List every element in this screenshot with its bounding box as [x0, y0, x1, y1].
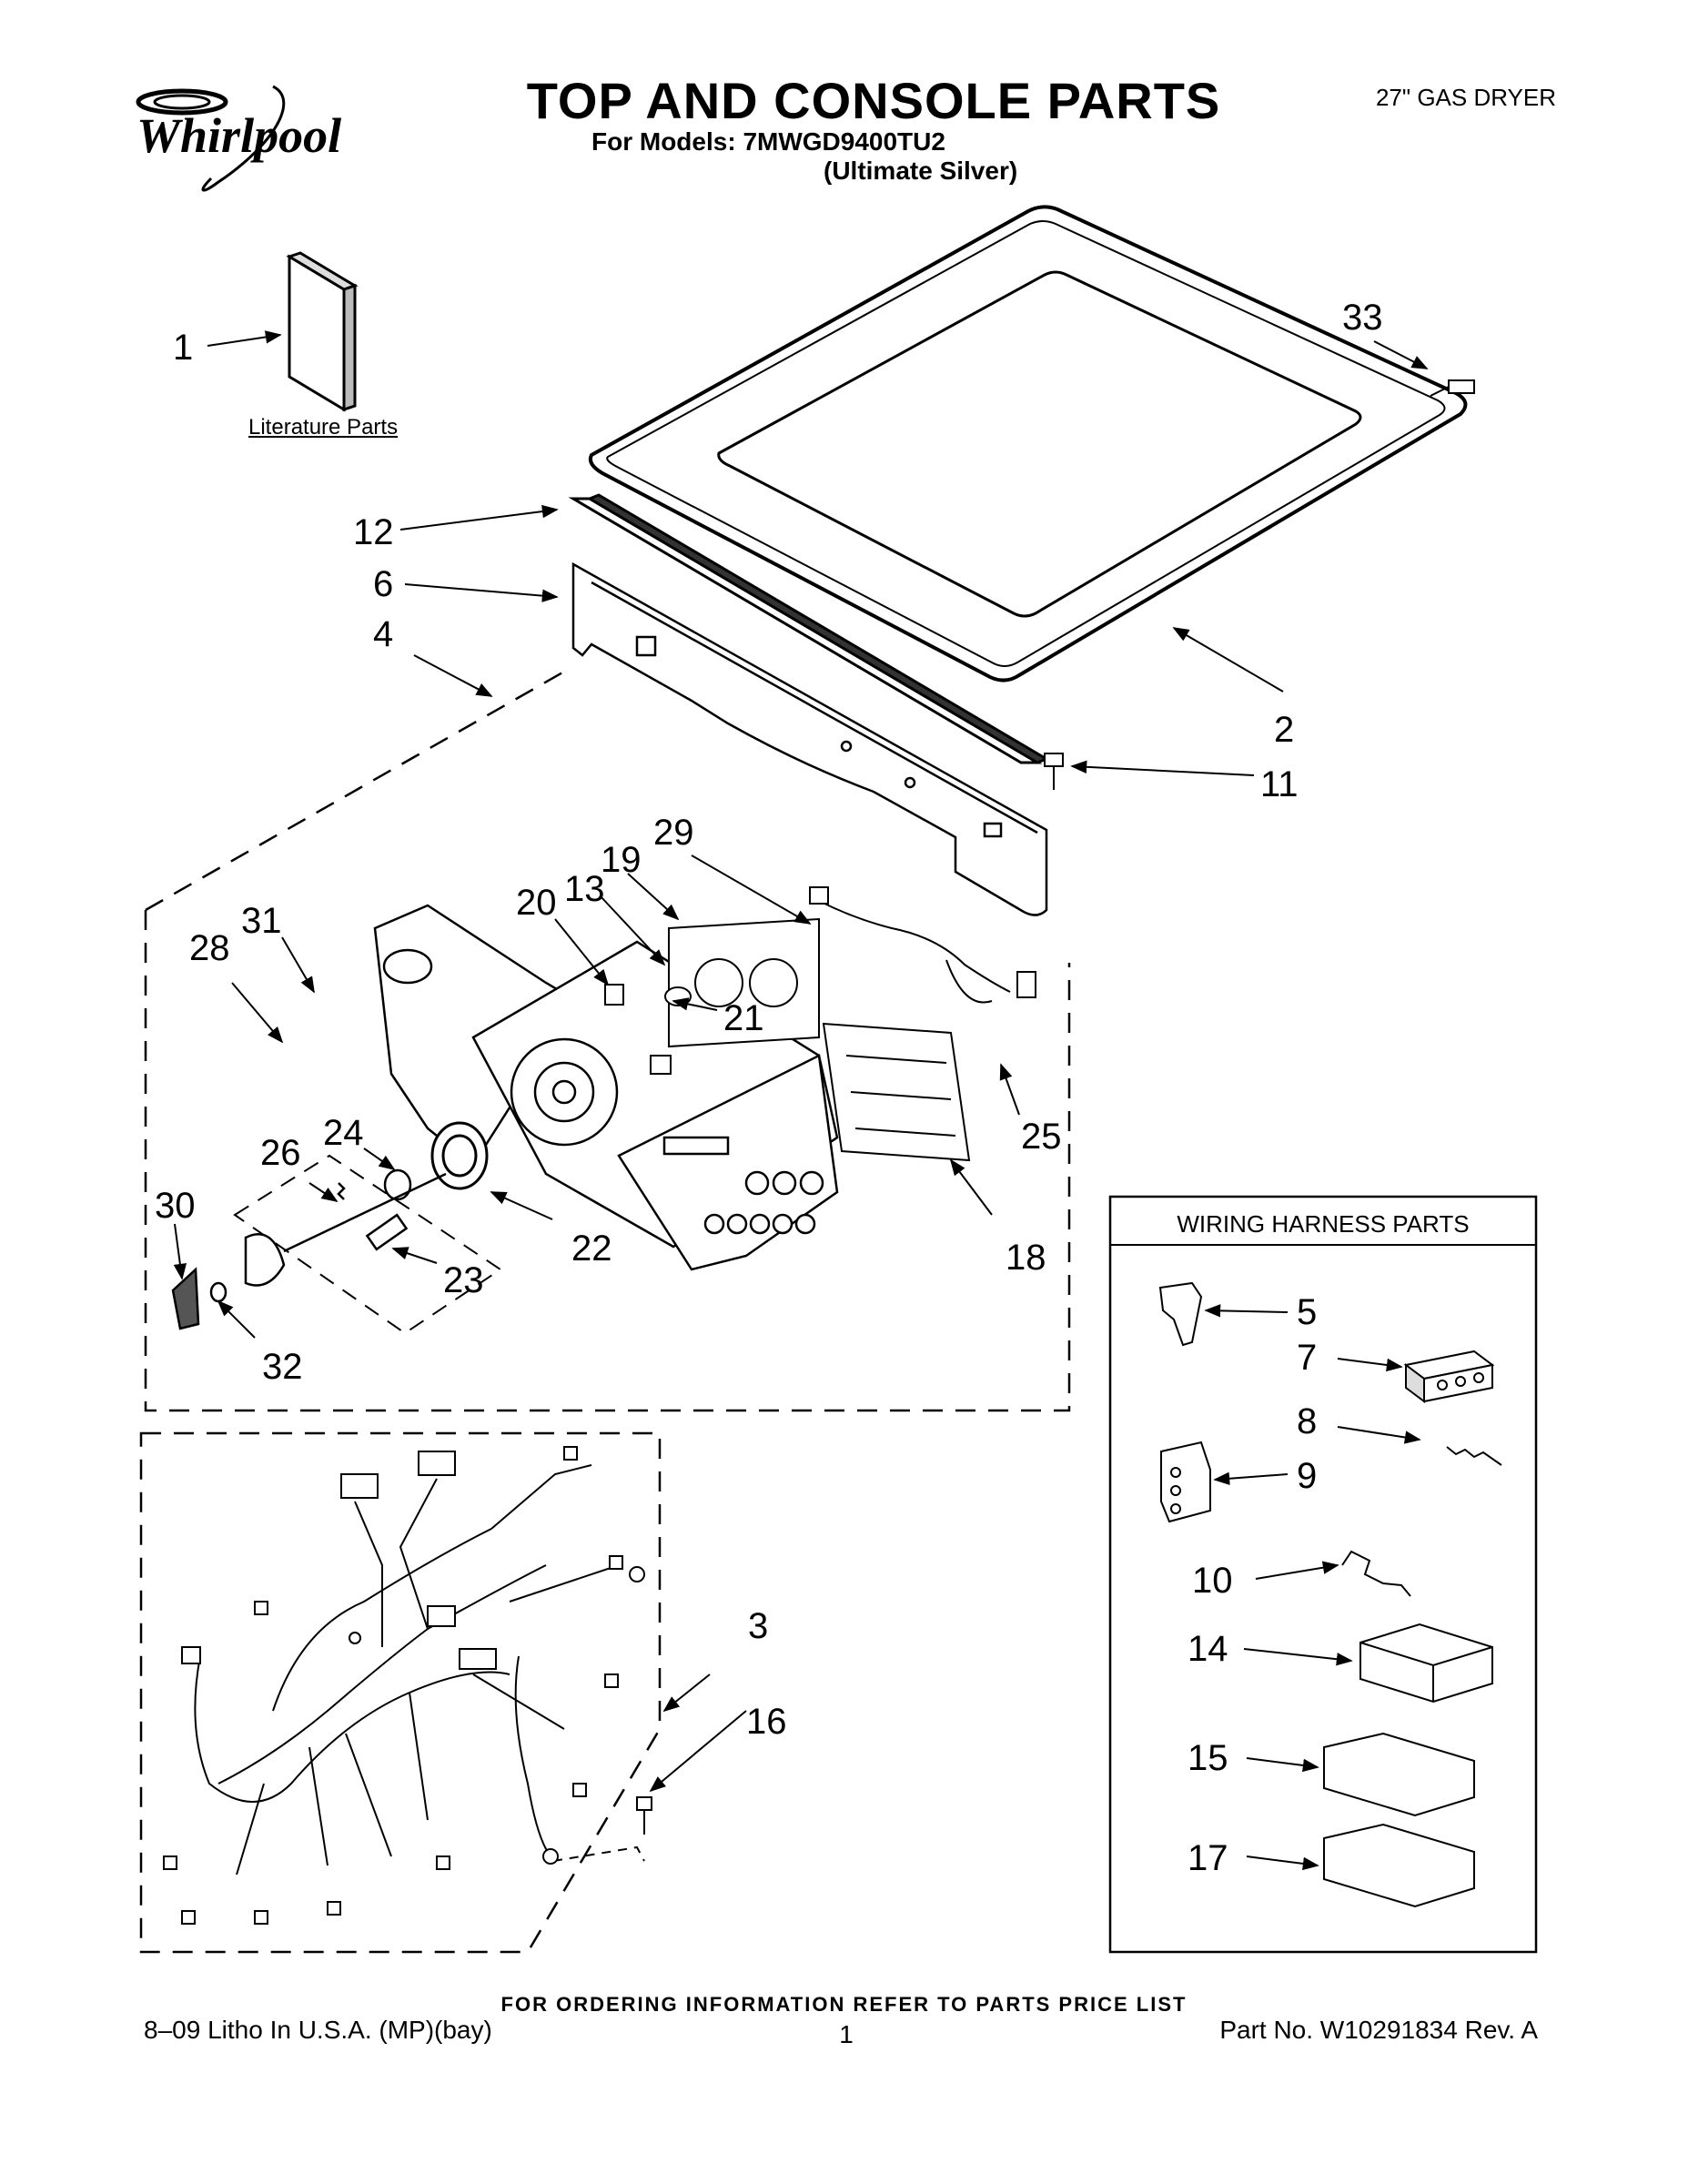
callout-30: 30 — [155, 1186, 196, 1226]
encoder-ring-part — [430, 1121, 489, 1190]
wiring-harness-title: WIRING HARNESS PARTS — [1177, 1210, 1470, 1238]
callout-32: 32 — [262, 1347, 303, 1387]
callout-25: 25 — [1021, 1117, 1062, 1157]
callout-1: 1 — [173, 328, 193, 368]
callout-leaders — [173, 330, 1429, 1871]
callout-13: 13 — [564, 869, 605, 909]
model-variant: (Ultimate Silver) — [824, 157, 1018, 185]
whirlpool-logo: Whirlpool — [136, 108, 342, 163]
callout-21: 21 — [723, 998, 764, 1038]
console-dashed-outline — [144, 670, 1071, 1412]
knob-parts — [171, 1168, 447, 1330]
callout-31: 31 — [241, 901, 282, 941]
callout-16: 16 — [746, 1702, 787, 1742]
callout-26: 26 — [260, 1133, 301, 1173]
whirlpool-swoosh-icon — [136, 85, 286, 192]
ground-dashed-line — [552, 1845, 645, 1862]
callout-23: 23 — [443, 1260, 484, 1300]
control-board-part — [668, 917, 820, 1048]
page-title: TOP AND CONSOLE PARTS — [526, 72, 1221, 129]
litho-line: 8–09 Litho In U.S.A. (MP)(bay) — [144, 2016, 492, 2044]
callout-10: 10 — [1192, 1561, 1233, 1601]
display-board-part — [822, 1022, 971, 1162]
callout-6: 6 — [373, 564, 393, 604]
knob-dashed-outline — [233, 1154, 502, 1335]
harness-box-parts — [1158, 1281, 1502, 1908]
callout-12: 12 — [353, 512, 394, 552]
product-type: 27" GAS DRYER — [1375, 84, 1556, 111]
page-number: 1 — [839, 2020, 854, 2048]
ordering-note: FOR ORDERING INFORMATION REFER TO PARTS … — [500, 1993, 1188, 2016]
literature-manual-part — [286, 251, 359, 412]
console-harness-part — [809, 886, 1036, 1004]
callout-17: 17 — [1188, 1838, 1228, 1878]
callout-7: 7 — [1297, 1338, 1317, 1378]
callout-19: 19 — [601, 840, 642, 880]
callout-3: 3 — [748, 1606, 768, 1646]
harness-dashed-outline — [139, 1431, 662, 1954]
callout-18: 18 — [1006, 1238, 1046, 1278]
callout-33: 33 — [1342, 298, 1383, 338]
literature-parts-label: Literature Parts — [248, 415, 399, 440]
callout-11: 11 — [1260, 764, 1299, 804]
callout-20: 20 — [516, 883, 557, 923]
callout-22: 22 — [571, 1228, 612, 1269]
callout-15: 15 — [1188, 1738, 1228, 1778]
wiring-harness-box — [1108, 1195, 1538, 1954]
console-panel-part — [373, 904, 839, 1271]
callout-5: 5 — [1297, 1292, 1317, 1332]
dryer-top-part — [588, 205, 1468, 682]
console-bracket-part — [571, 561, 1048, 916]
callout-28: 28 — [189, 928, 230, 968]
callout-24: 24 — [323, 1113, 364, 1153]
callout-14: 14 — [1188, 1629, 1228, 1669]
models-line: For Models: 7MWGD9400TU2 — [591, 127, 945, 156]
part-number: Part No. W10291834 Rev. A — [1219, 2016, 1538, 2044]
callout-2: 2 — [1274, 710, 1294, 750]
main-wiring-harness-part — [163, 1446, 645, 1925]
callout-labels: 1 2 3 4 6 11 12 13 16 18 19 20 21 22 23 … — [155, 298, 1383, 1878]
callout-8: 8 — [1297, 1401, 1317, 1441]
callout-29: 29 — [653, 813, 694, 853]
screw-part — [636, 379, 1475, 1835]
callout-4: 4 — [373, 614, 393, 654]
callout-9: 9 — [1297, 1456, 1317, 1496]
